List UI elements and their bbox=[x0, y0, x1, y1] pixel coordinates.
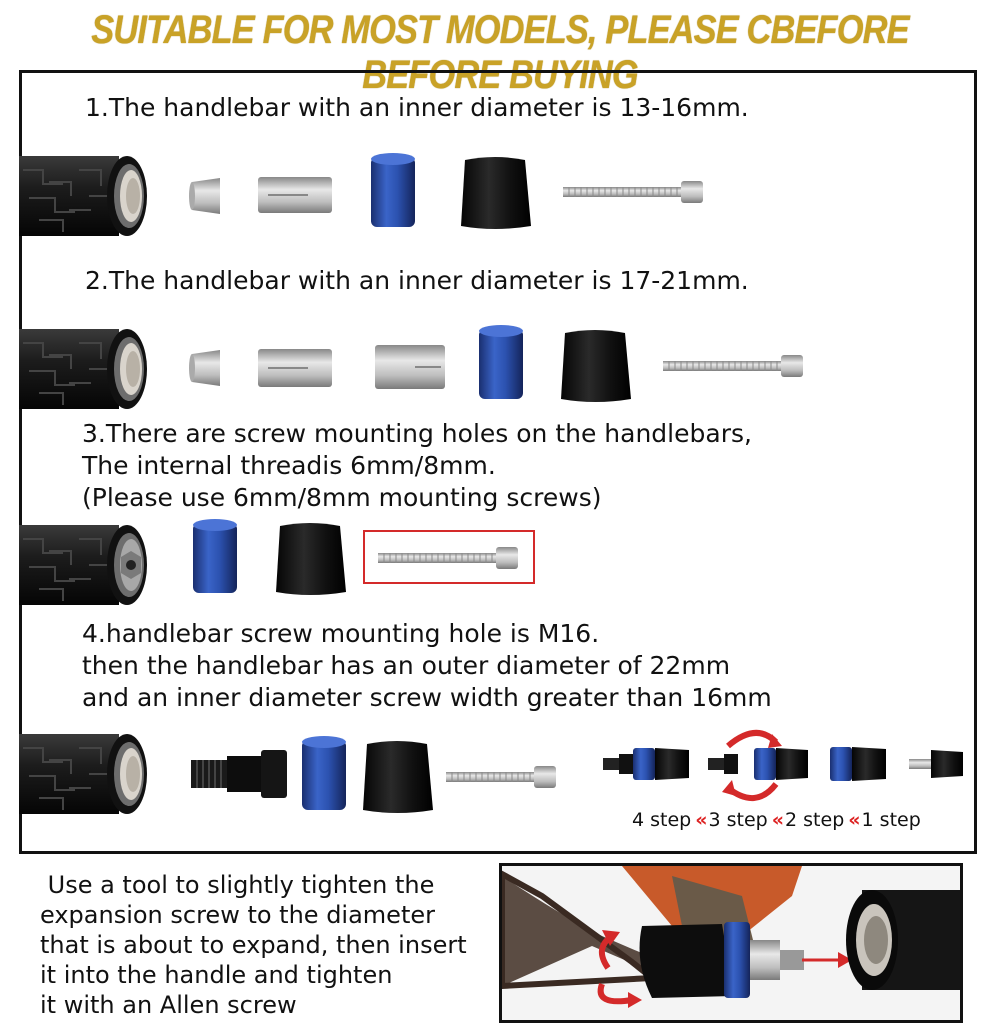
installation-photo bbox=[499, 863, 963, 1023]
chevron-left-icon: « bbox=[848, 809, 860, 831]
step-1-assembly-image bbox=[909, 750, 963, 778]
handlebar-grip-image bbox=[19, 329, 147, 409]
installation-illustration bbox=[502, 866, 960, 1020]
handlebar-grip-image bbox=[19, 525, 147, 605]
black-bar-end-image bbox=[461, 157, 531, 229]
handlebar-grip-image bbox=[19, 156, 147, 236]
large-sleeve-image bbox=[375, 345, 445, 389]
step-2-label: 2 step bbox=[785, 809, 845, 831]
instruction-line: that is about to expand, then insert bbox=[40, 931, 467, 959]
chevron-left-icon: « bbox=[695, 809, 707, 831]
installation-instruction: Use a tool to slightly tighten the expan… bbox=[40, 870, 467, 1020]
section-3-line-2: The internal threadis 6mm/8mm. bbox=[82, 451, 496, 480]
allen-screw-image bbox=[378, 547, 518, 569]
step-1-label: 1 step bbox=[861, 809, 921, 831]
section-4-line-3: and an inner diameter screw width greate… bbox=[82, 683, 772, 712]
section-1-line-1: 1.The handlebar with an inner diameter i… bbox=[85, 93, 749, 122]
blue-spacer-image bbox=[193, 519, 237, 593]
step-4-label: 4 step bbox=[632, 809, 692, 831]
small-cone-image bbox=[189, 178, 220, 214]
expansion-sleeve-image bbox=[258, 177, 332, 213]
threaded-adapter-image bbox=[191, 750, 287, 798]
section-3-line-1: 3.There are screw mounting holes on the … bbox=[82, 419, 752, 448]
step-4-assembly-image bbox=[603, 748, 689, 780]
assembly-steps: 4 step«3 step«2 step«1 step bbox=[632, 809, 921, 831]
blue-spacer-image bbox=[302, 736, 346, 810]
page-title: SUITABLE FOR MOST MODELS, PLEASE CBEFORE… bbox=[91, 8, 909, 97]
step-3-assembly-image bbox=[708, 730, 808, 801]
allen-screw-image bbox=[446, 766, 556, 788]
section-2-line-1: 2.The handlebar with an inner diameter i… bbox=[85, 266, 749, 295]
instruction-line: it into the handle and tighten bbox=[40, 961, 393, 989]
instruction-line: it with an Allen screw bbox=[40, 991, 297, 1019]
blue-spacer-image bbox=[479, 325, 523, 399]
chevron-left-icon: « bbox=[771, 809, 784, 831]
black-bar-end-image bbox=[363, 741, 433, 813]
step-2-assembly-image bbox=[830, 747, 886, 781]
section-3-line-3: (Please use 6mm/8mm mounting screws) bbox=[82, 483, 602, 512]
step-3-label: 3 step bbox=[708, 809, 768, 831]
black-bar-end-image bbox=[276, 523, 346, 595]
highlight-box bbox=[363, 530, 535, 584]
blue-spacer-image bbox=[371, 153, 415, 227]
section-4-line-1: 4.handlebar screw mounting hole is M16. bbox=[82, 619, 600, 648]
black-bar-end-image bbox=[561, 330, 631, 402]
allen-screw-image bbox=[563, 181, 703, 203]
section-4-line-2: then the handlebar has an outer diameter… bbox=[82, 651, 731, 680]
instruction-line: expansion screw to the diameter bbox=[40, 901, 435, 929]
expansion-sleeve-image bbox=[258, 349, 332, 387]
small-cone-image bbox=[189, 350, 220, 386]
instructions-frame bbox=[19, 70, 977, 854]
allen-screw-image bbox=[663, 355, 803, 377]
instruction-line: Use a tool to slightly tighten the bbox=[40, 871, 435, 899]
handlebar-grip-image bbox=[19, 734, 147, 814]
